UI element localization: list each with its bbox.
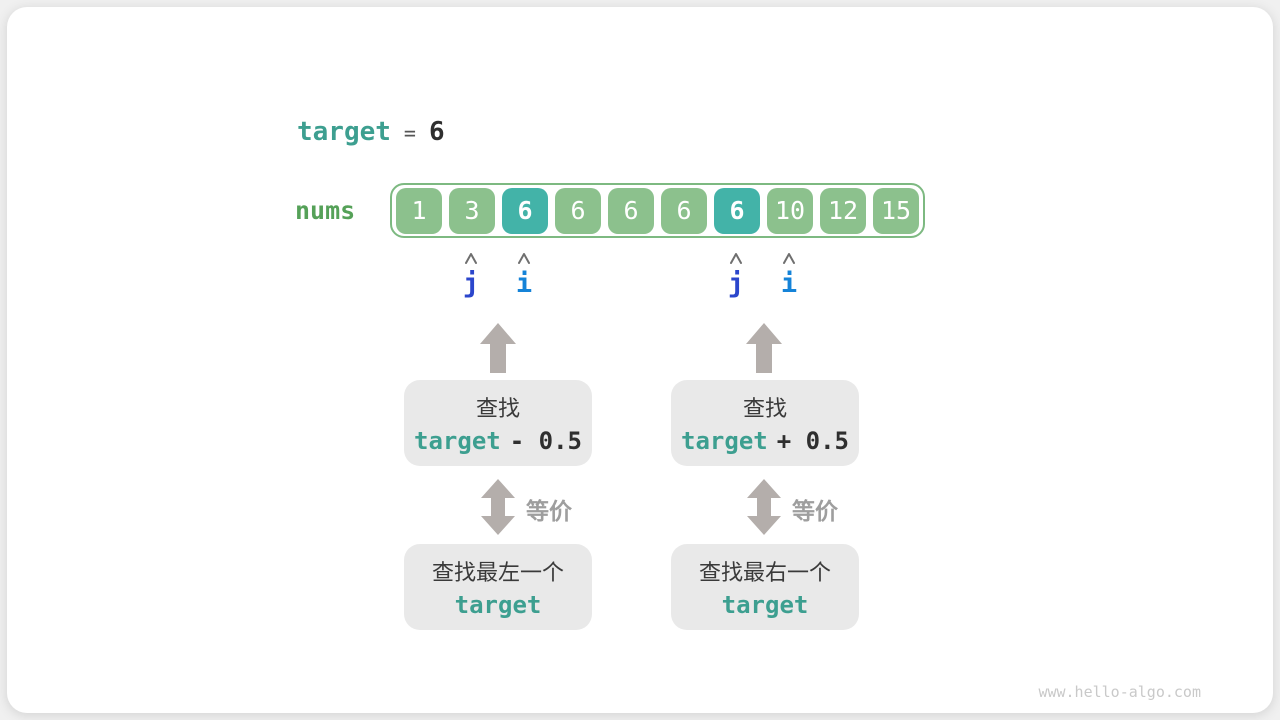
result-box-right: 查找最右一个 target [671, 544, 859, 630]
result-label: 查找最右一个 [698, 561, 831, 586]
target-value: 6 [428, 117, 445, 147]
equivalence-label-left: 等价 [526, 499, 572, 525]
pointer-i-left: i [515, 268, 533, 299]
result-keyword: target [721, 591, 809, 619]
expr-keyword: target [681, 427, 768, 455]
array-cell: 3 [449, 187, 495, 234]
caret-up-icon [517, 252, 531, 265]
array-cell: 15 [873, 187, 919, 234]
array-cell: 1 [396, 187, 442, 234]
array-cell: 6 [502, 187, 548, 234]
caret-up-icon [729, 252, 743, 265]
array-cell: 6 [714, 187, 760, 234]
expr-rest: - 0.5 [509, 427, 582, 455]
expr-keyword: target [414, 427, 501, 455]
caret-up-icon [782, 252, 796, 265]
result-label: 查找最左一个 [431, 561, 564, 586]
expr-rest: + 0.5 [776, 427, 849, 455]
equals-sign: = [403, 121, 416, 145]
pointer-i-right: i [780, 268, 798, 299]
double-arrow-icon [481, 479, 515, 535]
target-keyword: target [297, 117, 391, 147]
search-label: 查找 [742, 397, 787, 422]
equivalence-label-right: 等价 [792, 499, 838, 525]
search-box-right: 查找 target + 0.5 [671, 380, 859, 466]
array-cell: 6 [608, 187, 654, 234]
caret-up-icon [464, 252, 478, 265]
up-arrow-icon [480, 323, 516, 373]
pointer-j-right: j [727, 268, 745, 299]
array-cell: 10 [767, 187, 813, 234]
double-arrow-icon [747, 479, 781, 535]
pointer-j-left: j [462, 268, 480, 299]
search-expression: target - 0.5 [414, 427, 582, 455]
target-expression: target = 6 [297, 117, 445, 147]
nums-label: nums [295, 196, 356, 225]
search-expression: target + 0.5 [681, 427, 849, 455]
search-box-left: 查找 target - 0.5 [404, 380, 592, 466]
watermark: www.hello-algo.com [1038, 683, 1201, 701]
result-keyword-line: target [455, 591, 542, 619]
array-cell: 6 [555, 187, 601, 234]
array-cell: 12 [820, 187, 866, 234]
up-arrow-icon [746, 323, 782, 373]
result-keyword: target [454, 591, 542, 619]
result-keyword-line: target [722, 591, 809, 619]
search-label: 查找 [475, 397, 520, 422]
result-box-left: 查找最左一个 target [404, 544, 592, 630]
array-cell: 6 [661, 187, 707, 234]
